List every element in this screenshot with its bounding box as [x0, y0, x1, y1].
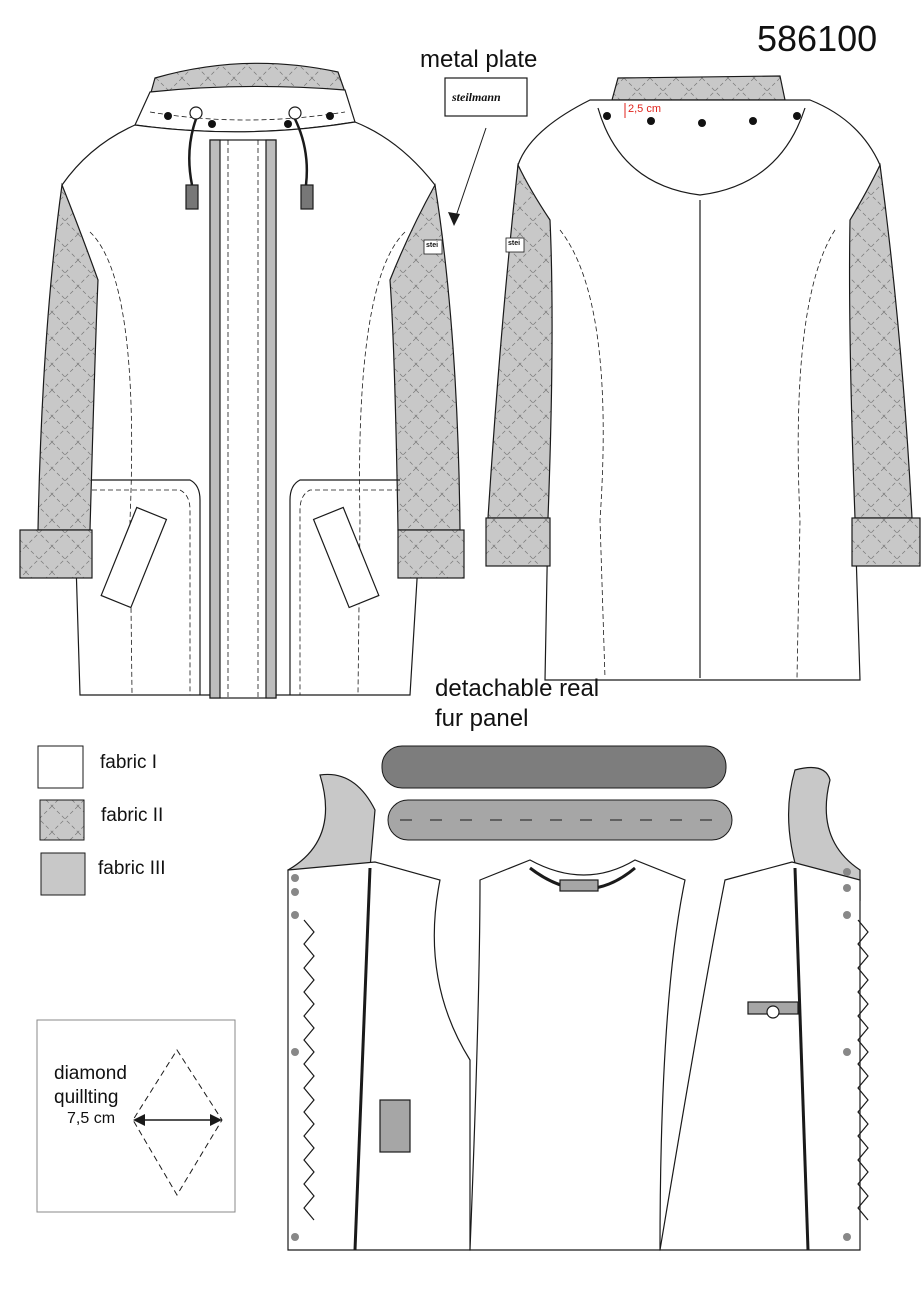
zipper-right: [857, 919, 869, 1221]
pocket-right: [289, 479, 400, 695]
legend-label-fabric-iii: fabric III: [98, 858, 166, 879]
front-sleeve-tag: [423, 239, 443, 255]
legend-label-fabric-i: fabric I: [100, 752, 158, 773]
inside-back-panel: [469, 859, 686, 1251]
pocket-left: [92, 479, 201, 695]
zipper-left: [303, 919, 315, 1221]
fur-panel-label-2: fur panel: [435, 705, 529, 732]
quilting-measure: 7,5 cm: [67, 1110, 116, 1127]
back-view: [485, 75, 921, 681]
front-sleeve-right: [389, 183, 461, 531]
fur-panel-label-1: detachable real: [435, 675, 600, 702]
sleeve-tag-back-text: stei: [508, 240, 521, 247]
swatch-fabric-i: [37, 745, 84, 789]
fur-panel-dark: [381, 745, 727, 789]
quilting-label-1: diamond: [54, 1063, 127, 1084]
inside-view: [287, 767, 869, 1251]
inside-right-panel: [659, 861, 861, 1251]
metal-plate-label: metal plate: [420, 46, 538, 73]
inside-left-panel: [287, 861, 471, 1251]
sleeve-tag-front-text: stei: [426, 242, 439, 249]
metal-plate-callout: [444, 77, 528, 226]
inside-pocket: [379, 1099, 411, 1153]
callout-arrow: [453, 127, 487, 223]
inside-label: [559, 879, 599, 892]
metal-plate-text: steilmann: [452, 90, 501, 104]
back-body: [511, 99, 891, 681]
hood-spacing-label: 2,5 cm: [628, 103, 662, 115]
quilting-diamond: [132, 1049, 223, 1196]
back-sleeve-tag: [505, 237, 525, 253]
swatch-fabric-ii: [39, 799, 85, 841]
swatch-fabric-iii: [40, 852, 86, 896]
back-hood-top: [611, 75, 786, 101]
legend-swatches: [37, 745, 86, 896]
style-number: 586100: [757, 18, 878, 59]
front-cuff-right: [397, 529, 465, 579]
front-cuff-left: [19, 529, 93, 579]
front-sleeve-left: [37, 182, 99, 531]
quilting-label-2: quillting: [54, 1087, 119, 1108]
legend-label-fabric-ii: fabric II: [101, 805, 164, 826]
front-view: [19, 62, 465, 699]
metal-plate: [444, 77, 528, 117]
front-collar: [134, 85, 356, 133]
back-hood: [597, 107, 806, 196]
